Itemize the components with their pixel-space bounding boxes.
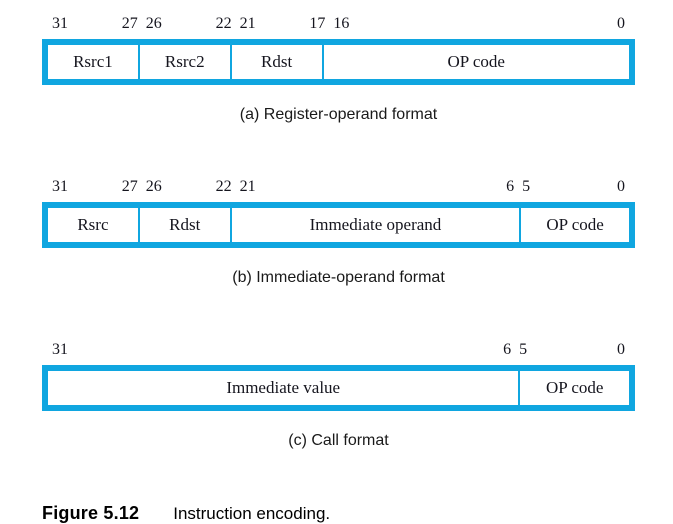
instruction-word-box: Rsrc Rdst Immediate operand OP code	[42, 202, 635, 248]
bit-number-high: 31	[52, 178, 68, 195]
instruction-word-box: Immediate value OP code	[42, 365, 635, 411]
bit-number-low: 22	[215, 178, 232, 195]
instruction-word-box: Rsrc1 Rsrc2 Rdst OP code	[42, 39, 635, 85]
bit-range-labels: 26 22	[142, 14, 236, 39]
field-cell: Immediate value	[48, 371, 521, 405]
field-cell: OP code	[521, 208, 629, 242]
figure-caption: Figure 5.12 Instruction encoding.	[42, 503, 673, 524]
bit-number-low: 0	[617, 15, 625, 32]
field-cell: OP code	[324, 45, 629, 79]
field-cell: Rdst	[232, 45, 324, 79]
bit-labels-row: 31 27 26 22 21 17 16 0	[48, 14, 629, 39]
field-label: Immediate value	[226, 378, 341, 397]
bit-number-high: 26	[145, 15, 162, 32]
bit-number-high: 21	[239, 178, 256, 195]
field-label: Rdst	[169, 215, 201, 234]
bit-number-high: 16	[333, 15, 350, 32]
field-label: Rsrc2	[164, 52, 205, 71]
bit-range-labels: 31 27	[48, 177, 142, 202]
field-cell: Immediate operand	[232, 208, 522, 242]
bit-range-labels: 16 0	[329, 14, 629, 39]
bit-number-low: 6	[506, 178, 515, 195]
field-label: OP code	[447, 52, 505, 71]
bit-number-high: 21	[239, 15, 256, 32]
bit-number-low: 0	[617, 341, 625, 358]
field-cell: OP code	[520, 371, 629, 405]
bit-number-high: 26	[145, 178, 162, 195]
format-caption: (c) Call format	[288, 432, 389, 449]
bit-range-labels: 21 6	[236, 177, 519, 202]
bit-number-low: 6	[503, 341, 512, 358]
bit-number-high: 5	[522, 178, 531, 195]
bit-number-low: 27	[121, 178, 138, 195]
bit-range-labels: 26 22	[142, 177, 236, 202]
bit-number-high: 31	[52, 15, 68, 32]
bit-number-high: 31	[52, 341, 68, 358]
field-label: OP code	[546, 215, 604, 234]
bit-range-labels: 31 6	[48, 340, 515, 365]
bit-number-low: 27	[121, 15, 138, 32]
figure-number: Figure 5.12	[42, 503, 140, 523]
field-label: Immediate operand	[309, 215, 442, 234]
format-caption: (a) Register-operand format	[239, 106, 438, 123]
bit-range-labels: 31 27	[48, 14, 142, 39]
field-cell: Rsrc2	[140, 45, 232, 79]
bit-number-low: 22	[215, 15, 232, 32]
field-cell: Rsrc	[48, 208, 140, 242]
bit-number-low: 17	[309, 15, 326, 32]
bit-number-low: 0	[617, 178, 625, 195]
bit-number-high: 5	[519, 341, 528, 358]
field-label: Rsrc	[77, 215, 109, 234]
field-label: OP code	[545, 378, 604, 397]
field-cell: Rsrc1	[48, 45, 140, 79]
bit-range-labels: 21 17	[236, 14, 330, 39]
format-caption: (b) Immediate-operand format	[232, 269, 445, 286]
figure-caption-text: Instruction encoding.	[173, 504, 331, 523]
field-cell: Rdst	[140, 208, 232, 242]
field-label: Rsrc1	[73, 52, 113, 71]
field-label: Rdst	[261, 52, 293, 71]
